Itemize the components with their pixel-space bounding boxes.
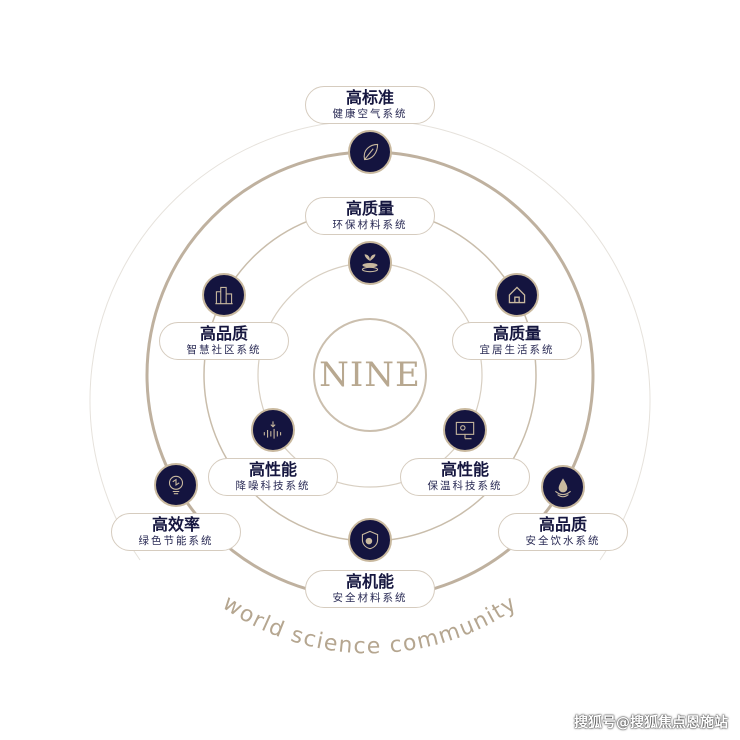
leaf-icon xyxy=(348,130,392,174)
node-title: 高质量 xyxy=(345,199,394,218)
node-title: 高标准 xyxy=(345,88,394,107)
node-title: 高质量 xyxy=(492,324,541,343)
node-title: 高品质 xyxy=(199,324,248,343)
node-title: 高品质 xyxy=(538,515,587,534)
watermark: 搜狐号@搜狐焦点恩施站 xyxy=(574,715,728,731)
node-subtitle: 安全饮水系统 xyxy=(525,535,601,547)
node-title: 高性能 xyxy=(440,460,489,479)
node-label: 高质量环保材料系统 xyxy=(305,197,435,235)
center-logo: NINE xyxy=(313,318,427,432)
node-title: 高机能 xyxy=(345,572,394,591)
lightning-bulb-icon xyxy=(154,463,198,507)
node-subtitle: 健康空气系统 xyxy=(332,108,408,120)
node-subtitle: 降噪科技系统 xyxy=(235,480,311,492)
water-drop-icon xyxy=(541,465,585,509)
node-title: 高性能 xyxy=(248,460,297,479)
house-icon xyxy=(495,273,539,317)
node-subtitle: 宜居生活系统 xyxy=(479,344,555,356)
shield-icon xyxy=(348,518,392,562)
node-label: 高性能保温科技系统 xyxy=(400,458,530,496)
node-label: 高标准健康空气系统 xyxy=(305,86,435,124)
node-title: 高效率 xyxy=(151,515,200,534)
thermal-panel-icon xyxy=(443,408,487,452)
node-subtitle: 绿色节能系统 xyxy=(138,535,214,547)
node-subtitle: 环保材料系统 xyxy=(332,219,408,231)
node-label: 高质量宜居生活系统 xyxy=(452,322,582,360)
node-label: 高品质智慧社区系统 xyxy=(159,322,289,360)
sound-wave-icon xyxy=(251,408,295,452)
node-subtitle: 安全材料系统 xyxy=(332,592,408,604)
node-subtitle: 保温科技系统 xyxy=(427,480,503,492)
node-label: 高品质安全饮水系统 xyxy=(498,513,628,551)
buildings-icon xyxy=(202,273,246,317)
node-label: 高效率绿色节能系统 xyxy=(111,513,241,551)
sprout-layers-icon xyxy=(348,241,392,285)
node-label: 高机能安全材料系统 xyxy=(305,570,435,608)
node-subtitle: 智慧社区系统 xyxy=(186,344,262,356)
node-label: 高性能降噪科技系统 xyxy=(208,458,338,496)
